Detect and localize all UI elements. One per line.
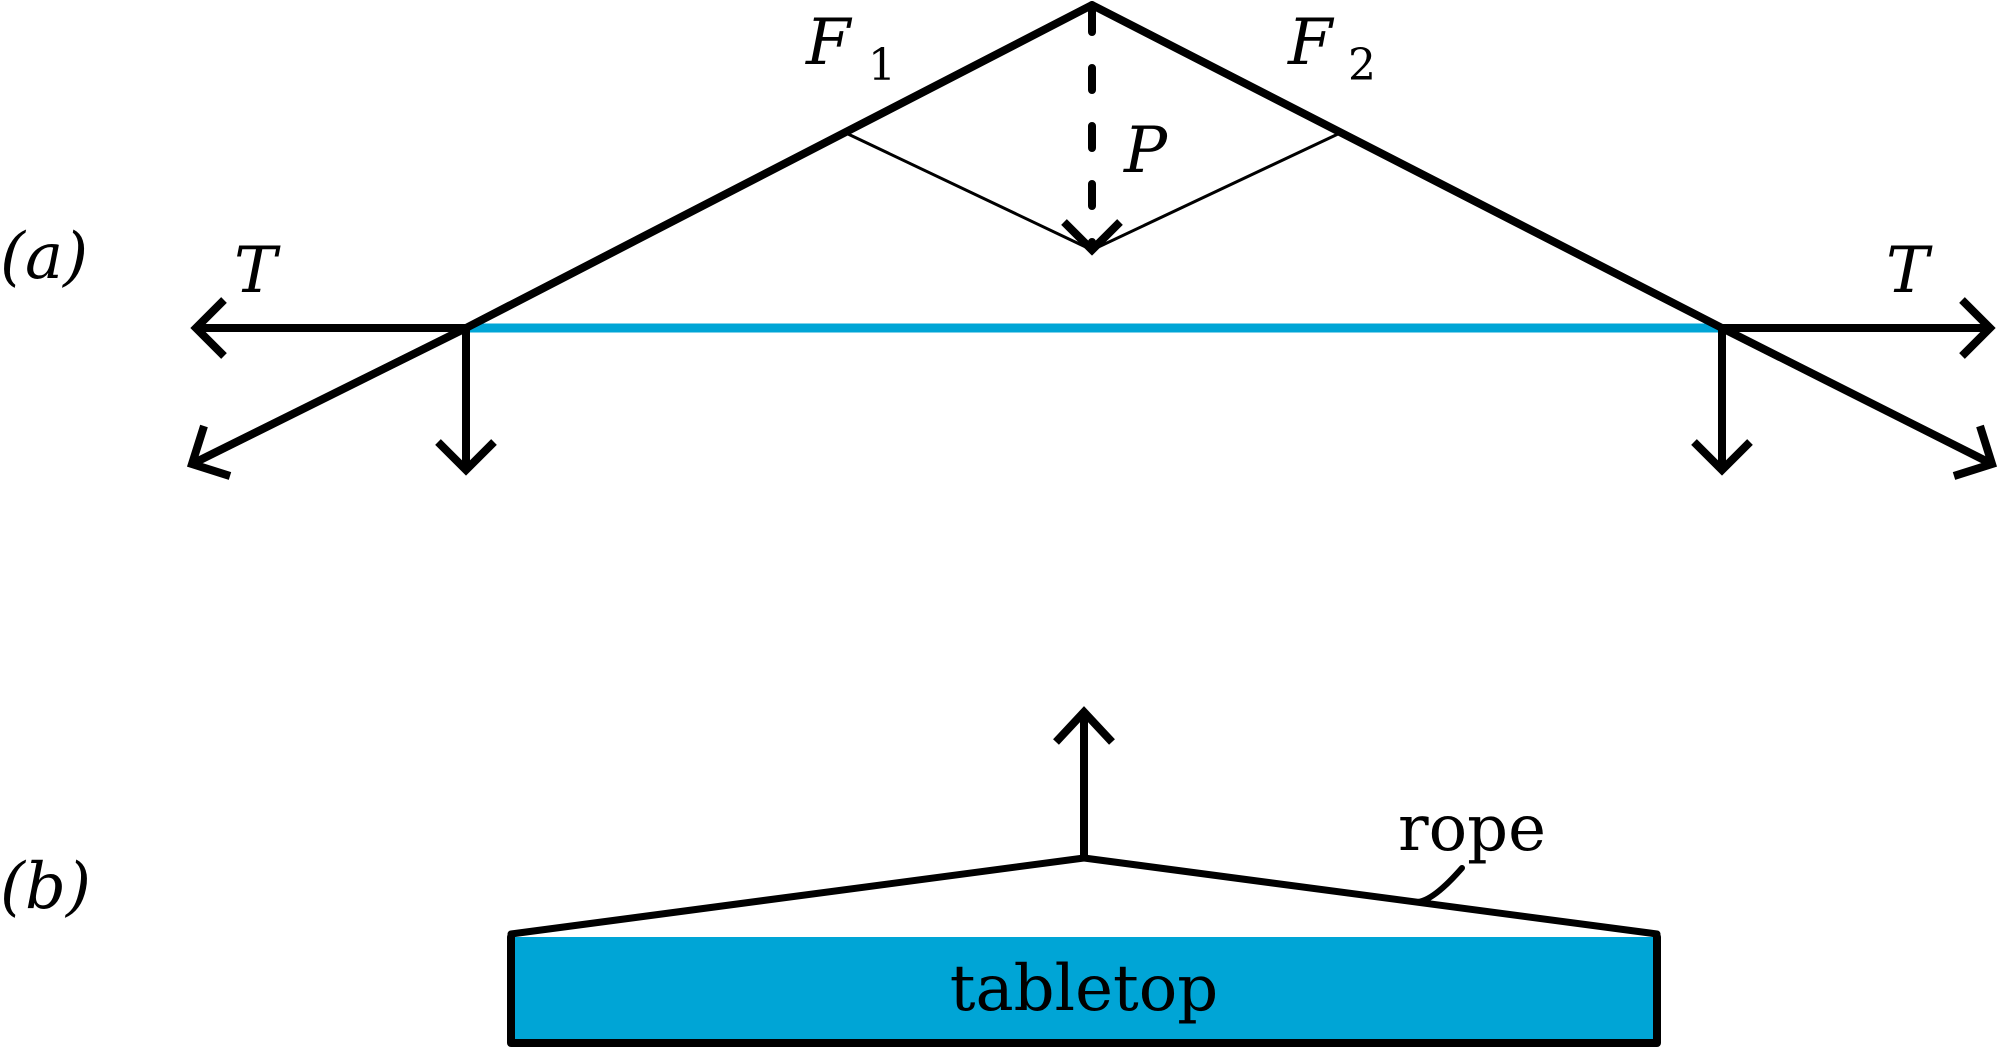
tabletop-label: tabletop: [950, 952, 1218, 1026]
rope: [507, 854, 1661, 938]
panel-a-label: (a): [0, 220, 88, 294]
rope-leader-line: [1415, 865, 1465, 905]
svg-text:F: F: [805, 6, 853, 80]
panel-b-label: (b): [0, 850, 91, 924]
diagonal-arrow-left: [186, 324, 468, 480]
panel-b: (b) tabletop rope: [0, 706, 1661, 1047]
rope-left: [462, 1, 1096, 332]
svg-text:1: 1: [868, 40, 896, 91]
up-arrow: [1053, 706, 1115, 858]
down-arrow-right: [1691, 328, 1753, 476]
tabletop-outline: [507, 933, 1661, 1047]
construction-line-right: [1091, 132, 1339, 252]
label-f2: F 2: [1287, 6, 1376, 91]
svg-text:2: 2: [1348, 40, 1376, 91]
svg-text:F: F: [1287, 6, 1335, 80]
label-t-left: T: [234, 234, 281, 308]
panel-a: (a): [0, 1, 1998, 480]
tabletop: [511, 937, 1657, 1043]
construction-line-left: [847, 132, 1093, 252]
rope-right: [1088, 1, 1726, 332]
label-p: P: [1123, 114, 1168, 188]
tension-right-arrow: [1722, 297, 1996, 359]
diagonal-arrow-right: [1720, 324, 1998, 480]
label-t-right: T: [1886, 234, 1933, 308]
force-p-arrow: [1061, 6, 1123, 256]
label-f1: F 1: [805, 6, 896, 91]
down-arrow-left: [435, 328, 497, 476]
rope-label: rope: [1398, 792, 1546, 866]
tension-left-arrow: [190, 297, 466, 359]
